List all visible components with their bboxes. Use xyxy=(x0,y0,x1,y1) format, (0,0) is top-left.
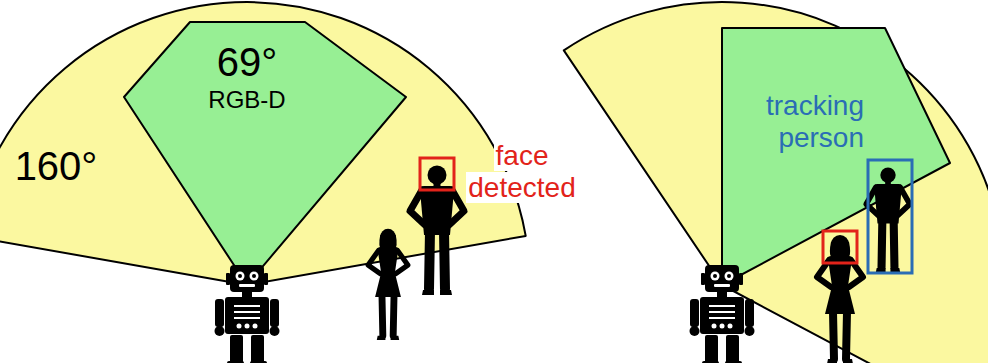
detection-label-box: face detected xyxy=(461,140,583,204)
robot-part xyxy=(702,361,719,363)
robot-part xyxy=(230,265,264,292)
robot-part xyxy=(252,274,256,278)
robot-part xyxy=(727,274,731,278)
person-arms xyxy=(410,190,464,225)
person-legs xyxy=(833,312,847,359)
robot-part xyxy=(709,311,735,313)
robot-part xyxy=(234,305,260,307)
robot-part xyxy=(705,335,718,363)
robot-part xyxy=(245,324,250,329)
person-feet xyxy=(422,290,452,295)
robot-part xyxy=(239,284,255,287)
robot-part xyxy=(709,305,735,307)
person-arms xyxy=(368,250,408,273)
sensor-label: RGB-D xyxy=(208,86,285,114)
robot-part xyxy=(250,361,267,363)
robot-part xyxy=(234,317,260,319)
robot-part xyxy=(705,265,739,292)
sector-outline xyxy=(124,22,406,285)
robot-icon xyxy=(215,265,280,363)
person-tracking-box xyxy=(868,160,912,273)
robot-part xyxy=(234,311,260,313)
robot-part xyxy=(253,324,258,329)
robot-part xyxy=(690,326,700,336)
detection-label: face detected xyxy=(466,140,577,203)
face-detection-box xyxy=(420,158,454,190)
person-silhouette xyxy=(410,166,464,296)
robot-part xyxy=(236,272,245,281)
camera-fov-sector: 160° 69°RGB-D xyxy=(0,0,530,290)
person-head xyxy=(428,166,447,185)
person-legs xyxy=(382,295,394,335)
robot-part xyxy=(725,361,742,363)
robot-part xyxy=(264,273,268,285)
robot-part xyxy=(251,335,264,363)
robot-part xyxy=(701,273,705,285)
person-silhouette xyxy=(866,167,910,272)
robot-part xyxy=(238,274,242,278)
person-legs xyxy=(882,220,895,267)
angle-label: 69° xyxy=(217,39,278,85)
robot-part xyxy=(230,335,243,363)
robot-part xyxy=(690,299,699,327)
robot-part xyxy=(713,274,717,278)
person-head xyxy=(880,167,895,182)
face-detection-box xyxy=(823,231,857,263)
robot-part xyxy=(215,299,224,327)
robot-part xyxy=(700,297,744,334)
robot-part xyxy=(227,361,244,363)
person-silhouette xyxy=(368,229,408,340)
robot-part xyxy=(720,324,725,329)
robot-part xyxy=(717,291,727,298)
robot-part xyxy=(237,324,242,329)
robot-part xyxy=(270,299,279,327)
robot-part xyxy=(250,272,259,281)
robot-part xyxy=(215,326,225,336)
person-feet xyxy=(876,268,900,272)
robot-part xyxy=(745,299,754,327)
robot-icon xyxy=(690,265,755,363)
person-feet xyxy=(377,336,399,340)
robot-part xyxy=(709,317,735,319)
robot-part xyxy=(712,324,717,329)
person-feet xyxy=(827,359,853,363)
robot-part xyxy=(714,284,730,287)
robot-part xyxy=(725,272,734,281)
robot-part xyxy=(739,273,743,285)
robot-part xyxy=(745,326,755,336)
robot-part xyxy=(270,326,280,336)
rgbd-fov-sector: 69°RGB-D xyxy=(118,18,412,288)
sector-outline xyxy=(722,28,950,285)
robot-part xyxy=(226,273,230,285)
person-arms xyxy=(866,187,910,215)
angle-label: 160° xyxy=(15,143,98,189)
camera-fov-sector xyxy=(564,2,988,363)
tracking-label: tracking person xyxy=(740,90,864,154)
person-legs xyxy=(429,231,445,289)
robot-part xyxy=(728,324,733,329)
robot-part xyxy=(242,291,252,298)
robot-part xyxy=(225,297,269,334)
robot-part xyxy=(726,335,739,363)
robot-part xyxy=(711,272,720,281)
